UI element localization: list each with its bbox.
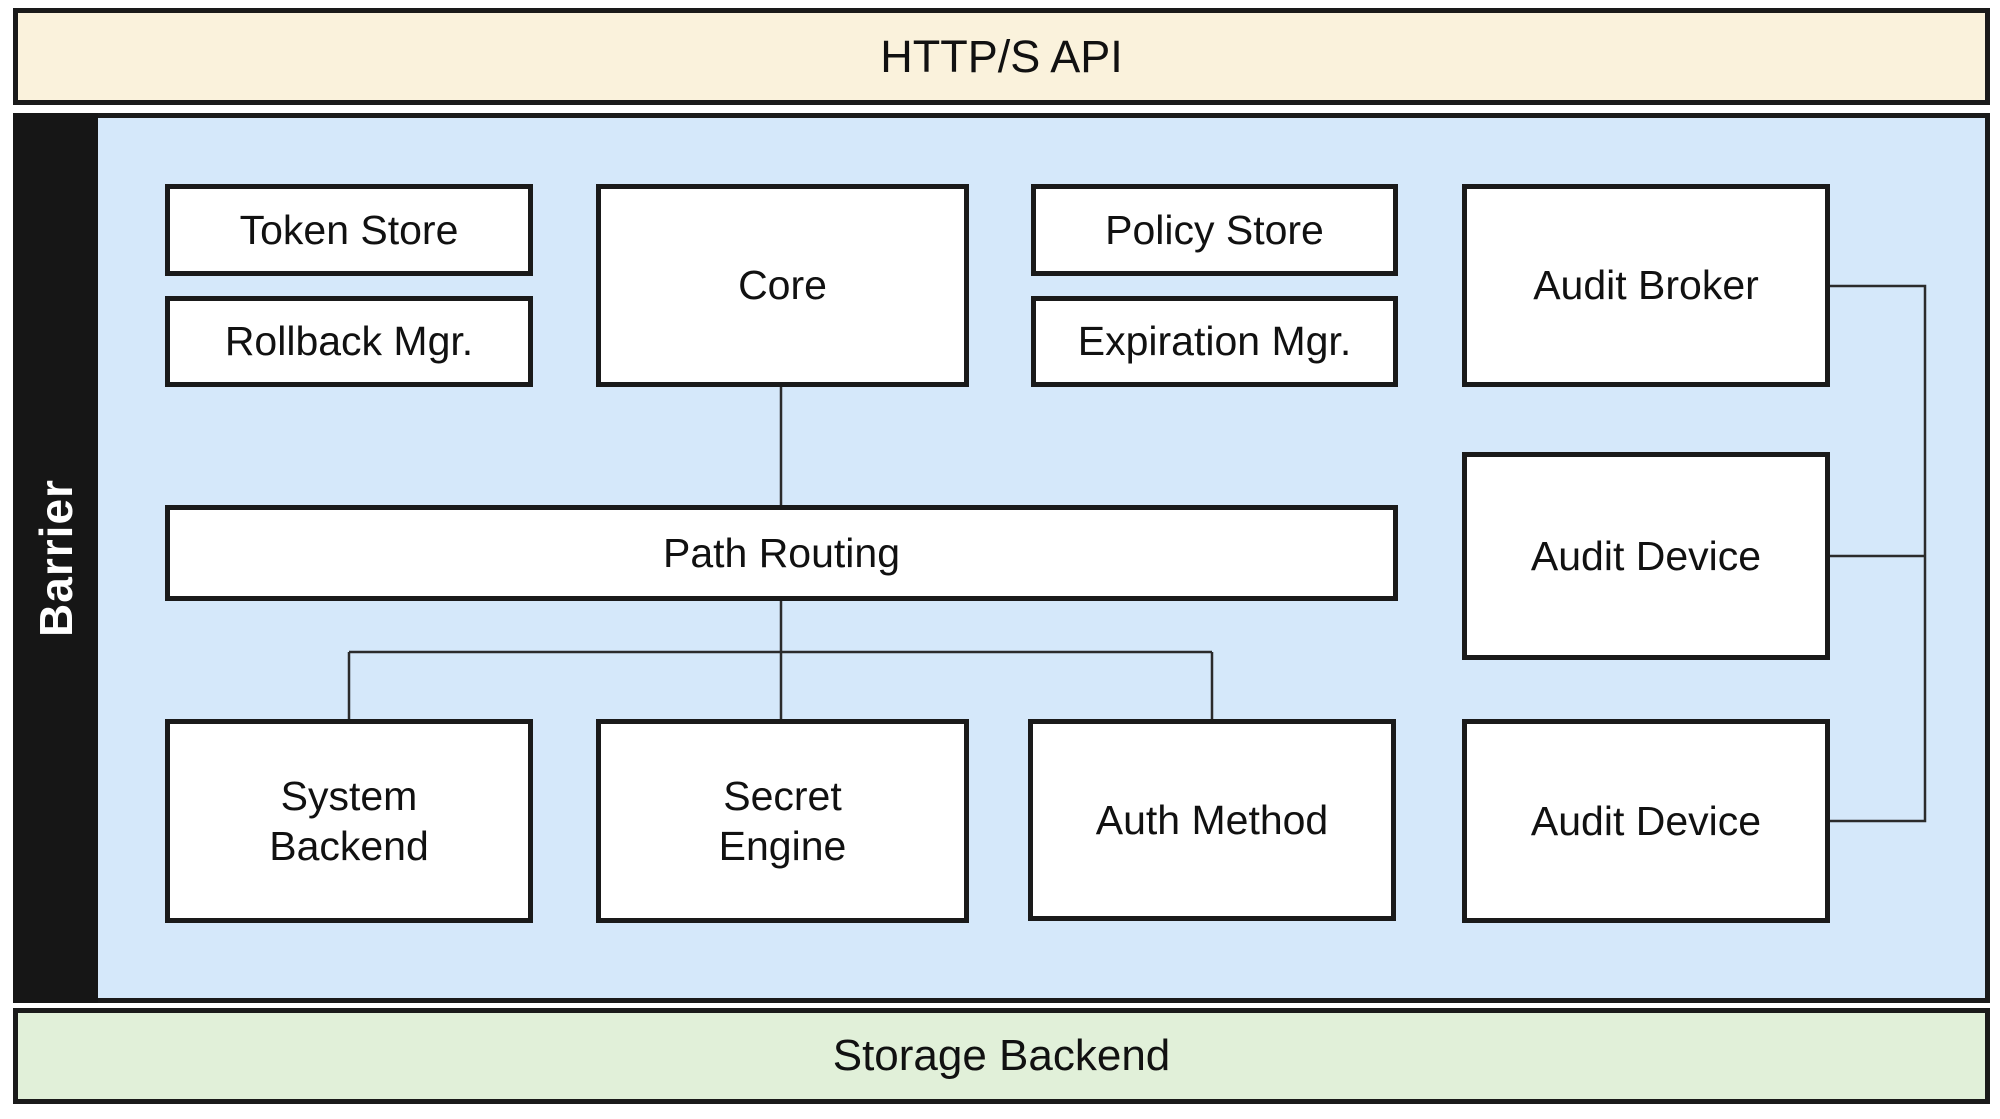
edge-audit-broker-to-audit-device-bottom bbox=[1828, 284, 1927, 823]
storage-backend-label: Storage Backend bbox=[832, 1031, 1171, 1080]
node-audit-device-top: Audit Device bbox=[1462, 452, 1830, 660]
http-api-bar: HTTP/S API bbox=[13, 8, 1990, 105]
storage-backend-bar: Storage Backend bbox=[13, 1008, 1990, 1104]
node-policy-store: Policy Store bbox=[1031, 184, 1398, 276]
node-expiration-mgr: Expiration Mgr. bbox=[1031, 296, 1398, 387]
node-audit-device-bottom: Audit Device bbox=[1462, 719, 1830, 923]
barrier-sidebar: Barrier bbox=[13, 113, 98, 1003]
node-secret-engine: Secret Engine bbox=[596, 719, 969, 923]
node-audit-broker: Audit Broker bbox=[1462, 184, 1830, 387]
node-rollback-mgr: Rollback Mgr. bbox=[165, 296, 533, 387]
node-core: Core bbox=[596, 184, 969, 387]
node-token-store: Token Store bbox=[165, 184, 533, 276]
node-auth-method: Auth Method bbox=[1028, 719, 1396, 921]
http-api-label: HTTP/S API bbox=[880, 30, 1123, 82]
node-system-backend: System Backend bbox=[165, 719, 533, 923]
node-path-routing: Path Routing bbox=[165, 505, 1398, 601]
